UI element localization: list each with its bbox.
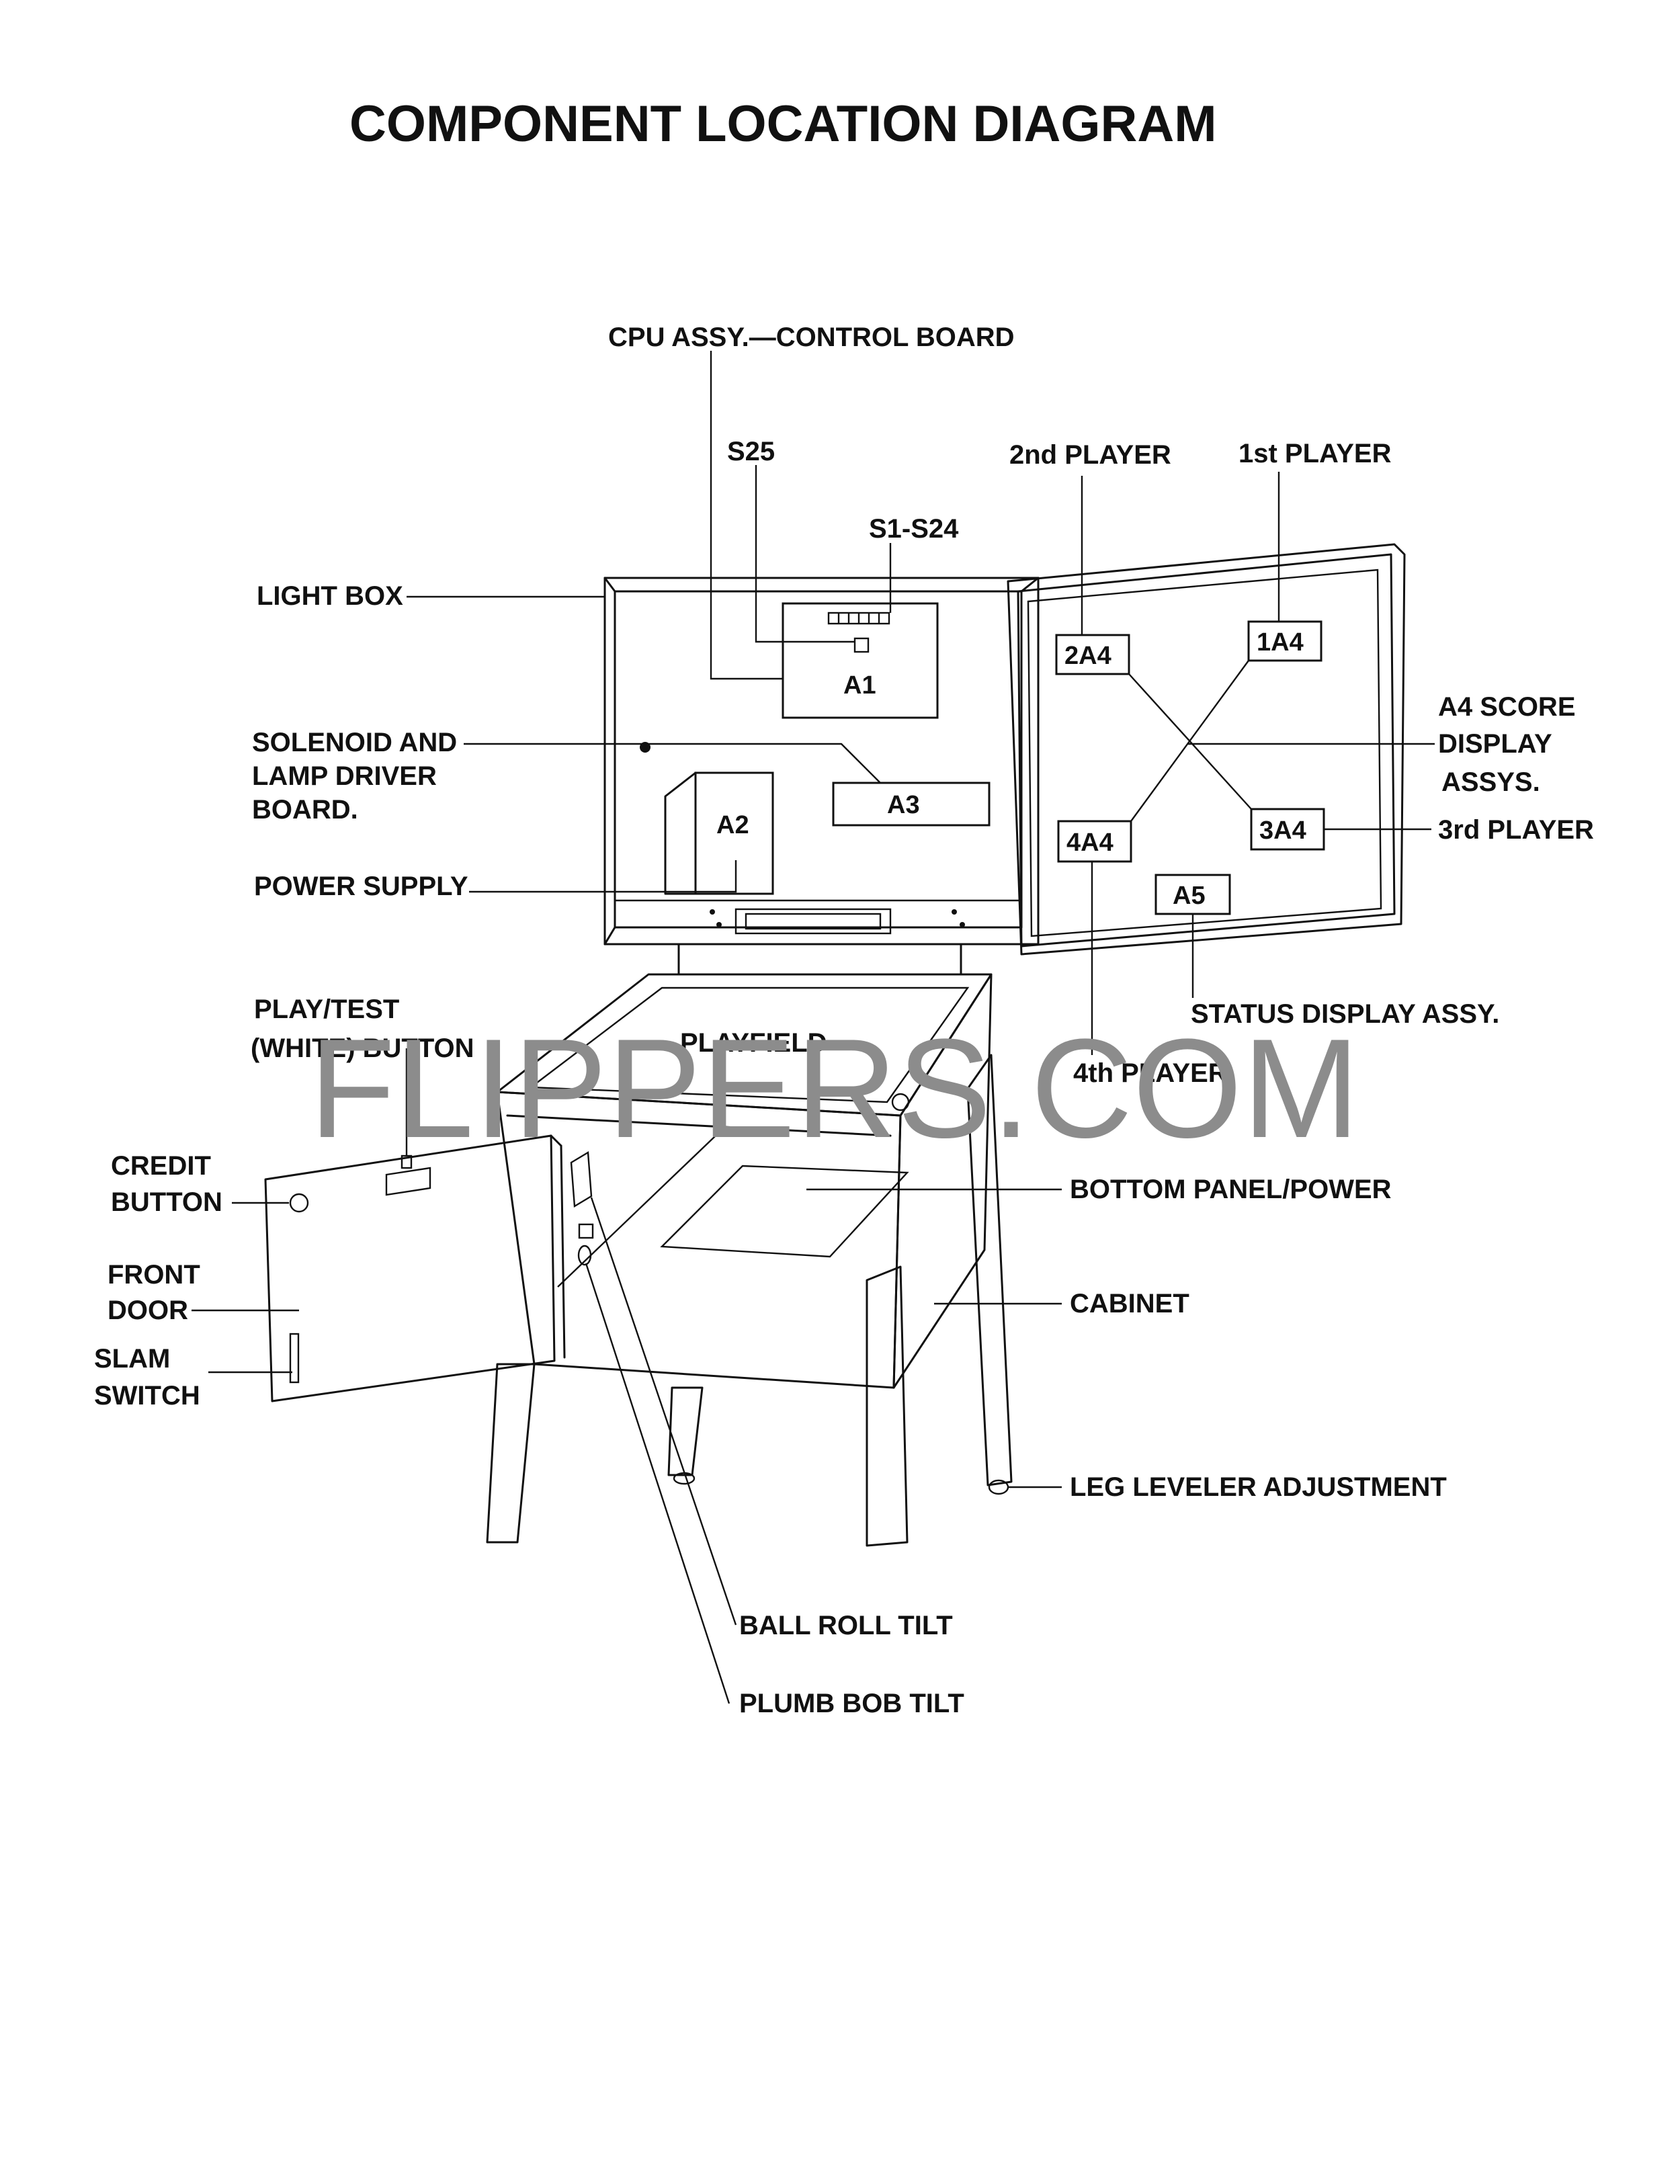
- p4-label: 4A4: [1066, 829, 1114, 857]
- p3-label: 3A4: [1259, 816, 1306, 845]
- label-credit-button-1: CREDIT: [111, 1151, 211, 1181]
- player-3-display: 3A4: [1250, 808, 1325, 851]
- label-solenoid-2: LAMP DRIVER: [252, 761, 437, 791]
- label-solenoid-1: SOLENOID AND: [252, 728, 457, 757]
- status-display-a5: A5: [1154, 874, 1231, 915]
- label-play-test-1: PLAY/TEST: [254, 995, 399, 1024]
- label-a4-score-3: ASSYS.: [1441, 767, 1540, 797]
- player-1-display: 1A4: [1247, 620, 1322, 662]
- a2-label: A2: [716, 811, 749, 839]
- label-cabinet: CABINET: [1070, 1289, 1189, 1318]
- label-front-door-1: FRONT: [108, 1260, 200, 1290]
- leader-lines: [192, 351, 1435, 1704]
- a5-label: A5: [1173, 882, 1206, 910]
- watermark: FLIPPERS.COM: [309, 1009, 1360, 1167]
- solenoid-driver-a3: A3: [832, 782, 991, 827]
- label-play-test-2: (WHITE) BUTTON: [251, 1034, 474, 1063]
- label-status-display: STATUS DISPLAY ASSY.: [1191, 999, 1499, 1029]
- backglass-door-drawing: [1007, 543, 1406, 956]
- label-s1-s24: S1-S24: [869, 514, 959, 544]
- label-s25: S25: [727, 437, 775, 466]
- p1-label: 1A4: [1257, 628, 1304, 657]
- label-a4-score-2: DISPLAY: [1438, 729, 1552, 759]
- label-front-door-2: DOOR: [108, 1296, 188, 1325]
- label-3rd-player: 3rd PLAYER: [1438, 815, 1594, 845]
- label-power-supply: POWER SUPPLY: [254, 872, 468, 901]
- labels: CPU ASSY.—CONTROL BOARD S25 S1-S24 2nd P…: [94, 323, 1594, 1718]
- player-2-display: 2A4: [1055, 634, 1130, 675]
- p2-label: 2A4: [1064, 642, 1111, 670]
- label-2nd-player: 2nd PLAYER: [1009, 440, 1171, 470]
- label-4th-player: 4th PLAYER: [1073, 1058, 1228, 1088]
- label-bottom-panel: BOTTOM PANEL/POWER: [1070, 1175, 1392, 1204]
- diagram-title: COMPONENT LOCATION DIAGRAM: [349, 95, 1217, 153]
- label-playfield: PLAYFIELD: [680, 1028, 827, 1058]
- label-cpu: CPU ASSY.—CONTROL BOARD: [608, 323, 1015, 352]
- label-a4-score-1: A4 SCORE: [1438, 692, 1576, 722]
- label-1st-player: 1st PLAYER: [1238, 439, 1392, 468]
- a1-label: A1: [843, 671, 876, 700]
- label-credit-button-2: BUTTON: [111, 1187, 222, 1217]
- label-ball-roll-tilt: BALL ROLL TILT: [739, 1611, 953, 1640]
- label-leg-leveler: LEG LEVELER ADJUSTMENT: [1070, 1472, 1447, 1502]
- label-light-box: LIGHT BOX: [257, 581, 403, 611]
- front-door-drawing: [264, 1134, 566, 1402]
- a3-label: A3: [887, 791, 920, 819]
- cpu-board-a1: A1: [782, 602, 939, 719]
- player-4-display: 4A4: [1057, 820, 1132, 863]
- cabinet-drawing: [486, 973, 1013, 1547]
- label-slam-switch-2: SWITCH: [94, 1381, 200, 1411]
- power-supply-a2: A2: [664, 771, 774, 895]
- label-solenoid-3: BOARD.: [252, 795, 358, 825]
- label-slam-switch-1: SLAM: [94, 1344, 170, 1374]
- label-plumb-bob-tilt: PLUMB BOB TILT: [739, 1689, 964, 1718]
